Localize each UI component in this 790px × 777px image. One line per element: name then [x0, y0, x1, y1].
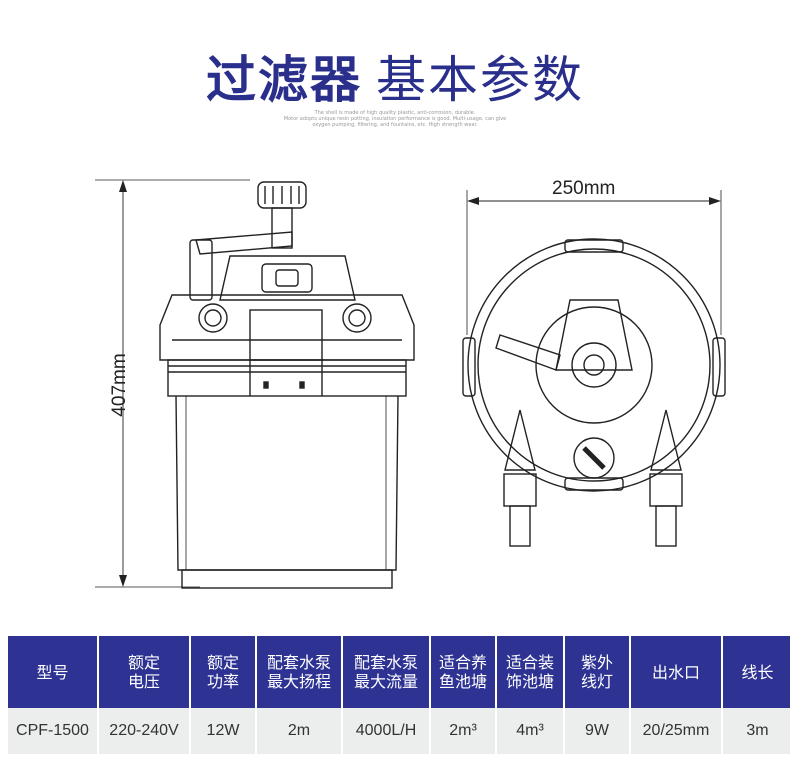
cell-uv-lamp: 9W — [564, 708, 631, 754]
title-light: 基本参数 — [376, 51, 584, 109]
header-voltage: 额定电压 — [98, 636, 191, 708]
header-power: 额定功率 — [190, 636, 257, 708]
cell-voltage: 220-240V — [98, 708, 191, 754]
subtitle-line: Motor adopts unique resin potting, insul… — [283, 116, 507, 122]
title-bold: 过滤器 — [206, 51, 362, 109]
subtitle-line: oxygen pumping, filtering, and fountains… — [312, 122, 478, 128]
cell-model: CPF-1500 — [8, 708, 99, 754]
table-row: CPF-1500 220-240V 12W 2m 4000L/H 2m³ 4m³… — [8, 708, 790, 754]
spec-table: 型号 额定电压 额定功率 配套水泵最大扬程 配套水泵最大流量 适合养鱼池塘 适合… — [8, 636, 790, 754]
cell-pump-head: 2m — [256, 708, 343, 754]
subtitle-line: The shell is made of high quality plasti… — [314, 110, 476, 116]
header-pump-head: 配套水泵最大扬程 — [256, 636, 343, 708]
header-pump-flow: 配套水泵最大流量 — [342, 636, 431, 708]
header-decor-pond: 适合装饰池塘 — [496, 636, 565, 708]
width-dimension-label: 250mm — [552, 178, 616, 199]
cell-decor-pond: 4m³ — [496, 708, 565, 754]
header-model: 型号 — [8, 636, 99, 708]
height-dimension-label: 407mm — [109, 353, 130, 417]
product-drawing — [95, 179, 726, 589]
header-uv-lamp: 紫外线灯 — [564, 636, 631, 708]
subtitle-text: The shell is made of high quality plasti… — [0, 110, 790, 128]
cell-fish-pond: 2m³ — [430, 708, 497, 754]
cell-power: 12W — [190, 708, 257, 754]
header-outlet: 出水口 — [630, 636, 723, 708]
header-cable-length: 线长 — [722, 636, 790, 708]
page-title: 过滤器基本参数 — [0, 40, 790, 112]
cell-pump-flow: 4000L/H — [342, 708, 431, 754]
table-header-row: 型号 额定电压 额定功率 配套水泵最大扬程 配套水泵最大流量 适合养鱼池塘 适合… — [8, 636, 790, 708]
cell-outlet: 20/25mm — [630, 708, 723, 754]
header-fish-pond: 适合养鱼池塘 — [430, 636, 497, 708]
cell-cable-length: 3m — [722, 708, 790, 754]
